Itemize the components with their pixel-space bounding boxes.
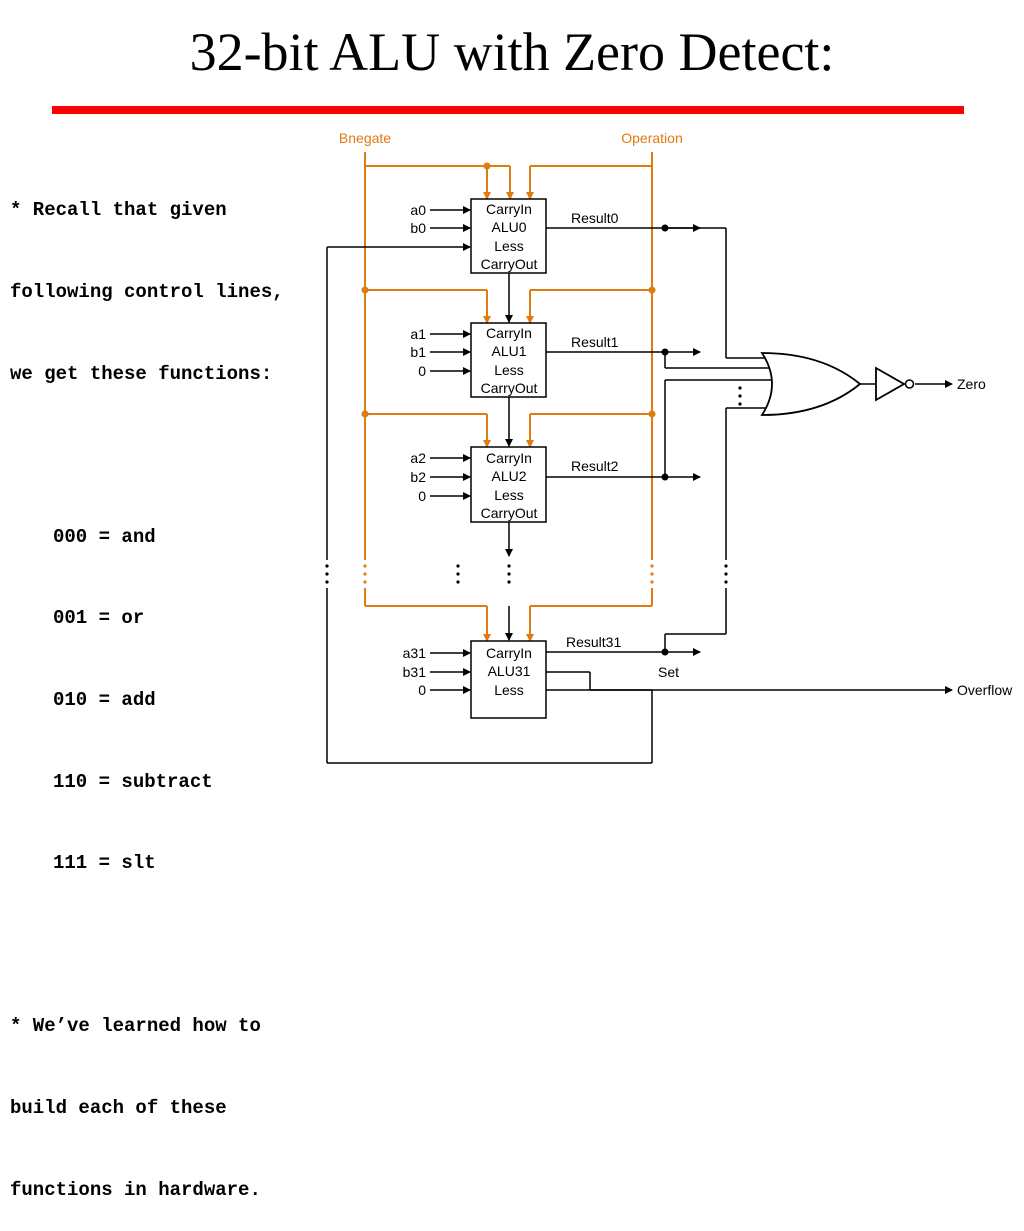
bnegate-label: Bnegate bbox=[339, 130, 391, 146]
result-labels: Result0 Result1 Result2 Result31 Set Zer… bbox=[566, 210, 1013, 698]
result-0-label: Result0 bbox=[571, 210, 619, 226]
inverter-gate bbox=[875, 366, 906, 402]
alu-port-carryin: CarryIn bbox=[486, 201, 532, 217]
input-a31: a31 bbox=[403, 645, 427, 661]
closing-line: functions in hardware. bbox=[10, 1178, 261, 1201]
title-underline bbox=[52, 106, 964, 114]
alu-block-31: CarryIn ALU31 Less bbox=[470, 640, 547, 719]
closing-line: * We’ve learned how to bbox=[10, 1015, 261, 1038]
alu-port-less: Less bbox=[494, 362, 524, 378]
overflow-label: Overflow bbox=[957, 682, 1013, 698]
input-a2: a2 bbox=[410, 450, 426, 466]
alu-port-carryout: CarryOut bbox=[481, 380, 538, 396]
zero-label: Zero bbox=[957, 376, 986, 392]
input-b2: b2 bbox=[410, 469, 426, 485]
closing-line: build each of these bbox=[10, 1097, 227, 1120]
inverter-bubble bbox=[904, 379, 915, 389]
input-a1: a1 bbox=[410, 326, 426, 342]
alu-port-less: Less bbox=[494, 487, 524, 503]
function-line: 010 = add bbox=[53, 689, 156, 712]
alu-port-carryout: CarryOut bbox=[481, 505, 538, 521]
function-line: 000 = and bbox=[53, 525, 156, 548]
function-line: 111 = slt bbox=[53, 852, 156, 875]
input-b0: b0 bbox=[410, 220, 426, 236]
alu-port-less: Less bbox=[494, 238, 524, 254]
control-wires bbox=[364, 152, 653, 642]
control-ellipsis bbox=[363, 564, 654, 584]
wire-junctions bbox=[661, 224, 669, 656]
less-input-1: 0 bbox=[418, 363, 426, 379]
function-line: 110 = subtract bbox=[53, 770, 213, 793]
alu-name: ALU31 bbox=[488, 663, 531, 679]
control-junctions bbox=[361, 162, 656, 418]
alu-port-less: Less bbox=[494, 682, 524, 698]
alu-block-1: CarryIn ALU1 Less CarryOut bbox=[470, 322, 547, 398]
result-31-label: Result31 bbox=[566, 634, 621, 650]
input-b1: b1 bbox=[410, 344, 426, 360]
slide-title: 32-bit ALU with Zero Detect: bbox=[189, 22, 835, 82]
alu-port-carryin: CarryIn bbox=[486, 325, 532, 341]
alu-diagram: Bnegate Operation bbox=[325, 130, 1013, 764]
input-labels: a0 b0 a1 b1 0 a2 b2 0 a31 b31 0 bbox=[403, 202, 427, 698]
or-gate bbox=[760, 352, 862, 416]
alu-port-carryin: CarryIn bbox=[486, 450, 532, 466]
alu-block-2: CarryIn ALU2 Less CarryOut bbox=[470, 446, 547, 523]
alu-name: ALU1 bbox=[491, 343, 526, 359]
result-2-label: Result2 bbox=[571, 458, 619, 474]
alu-name: ALU2 bbox=[491, 468, 526, 484]
operation-label: Operation bbox=[621, 130, 682, 146]
data-wires bbox=[326, 206, 953, 764]
intro-line: we get these functions: bbox=[10, 362, 273, 385]
alu-port-carryin: CarryIn bbox=[486, 645, 532, 661]
function-line: 001 = or bbox=[53, 607, 145, 630]
intro-line: following control lines, bbox=[10, 281, 284, 304]
less-input-31: 0 bbox=[418, 682, 426, 698]
intro-line: * Recall that given bbox=[10, 199, 227, 222]
alu-block-0: CarryIn ALU0 Less CarryOut bbox=[470, 198, 547, 274]
set-label: Set bbox=[658, 664, 679, 680]
input-a0: a0 bbox=[410, 202, 426, 218]
less-input-2: 0 bbox=[418, 488, 426, 504]
result-1-label: Result1 bbox=[571, 334, 619, 350]
input-b31: b31 bbox=[403, 664, 427, 680]
alu-port-carryout: CarryOut bbox=[481, 256, 538, 272]
ellipsis-dots bbox=[325, 386, 742, 584]
alu-name: ALU0 bbox=[491, 219, 526, 235]
